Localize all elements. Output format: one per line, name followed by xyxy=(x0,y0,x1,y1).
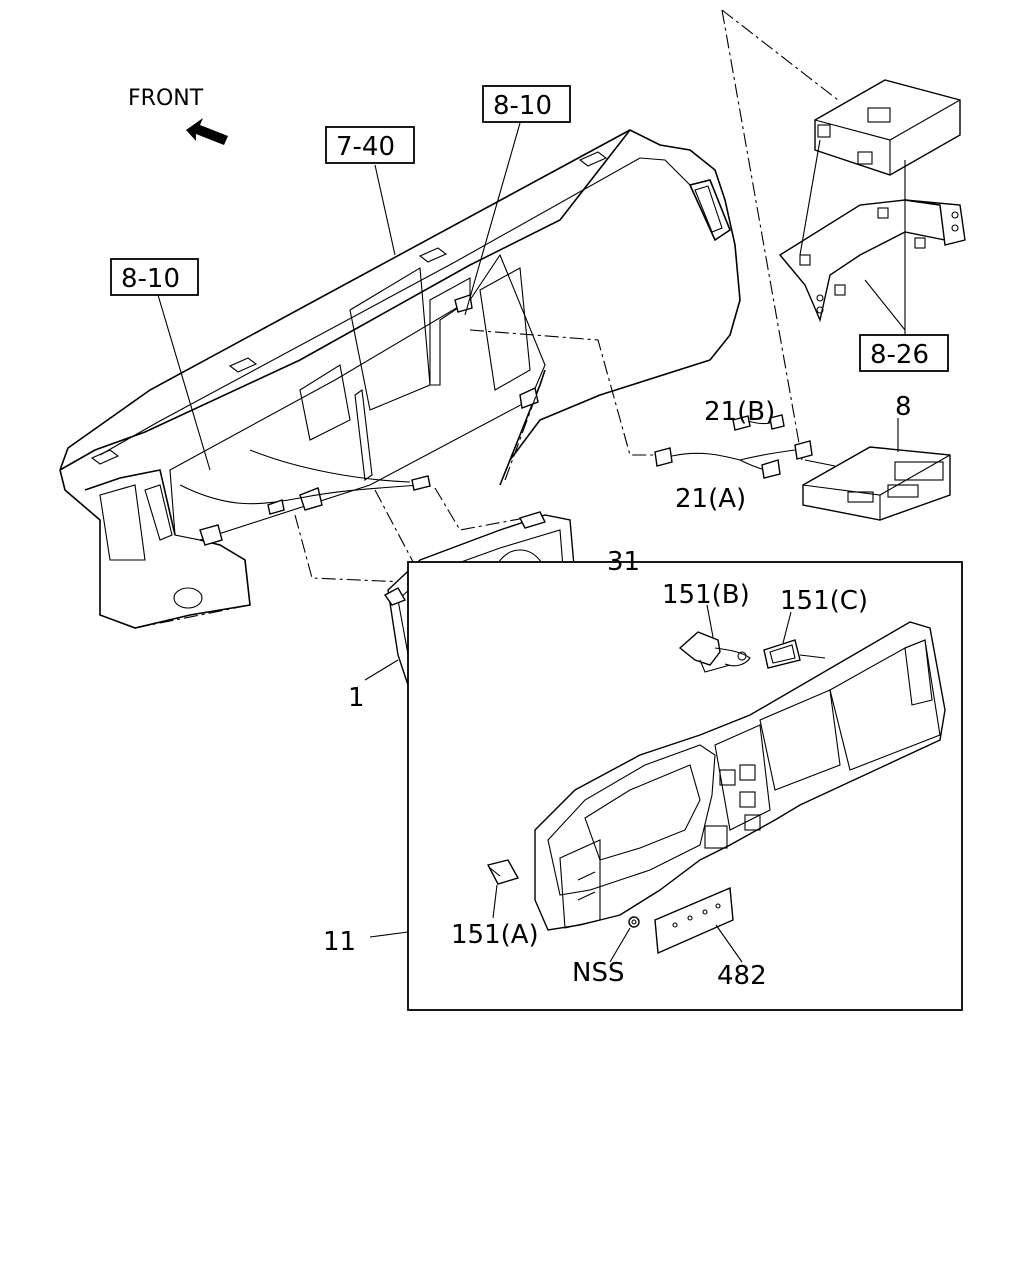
callout-1: 1 xyxy=(348,683,365,713)
screw-nss xyxy=(628,916,640,928)
leader-line xyxy=(157,294,211,471)
leader-line xyxy=(464,122,521,316)
ref-label-8-10-top: 8-10 xyxy=(493,91,552,121)
leader-line xyxy=(782,611,792,644)
mounting-bracket xyxy=(778,199,966,323)
leader-line xyxy=(369,931,409,938)
clip-151c xyxy=(763,639,801,669)
arrow-icon xyxy=(186,118,228,145)
harness-21b xyxy=(732,414,785,431)
ref-box-8-10-left xyxy=(110,258,199,296)
callout-nss: NSS xyxy=(572,958,624,988)
radio-unit xyxy=(802,446,951,521)
leader-line xyxy=(374,164,396,256)
ref-line xyxy=(721,9,803,461)
control-module xyxy=(814,79,961,176)
leader-line xyxy=(864,279,906,331)
leader-line xyxy=(706,604,714,638)
leader-line xyxy=(609,927,631,963)
clip-151a xyxy=(486,859,520,885)
ref-label-8-26: 8-26 xyxy=(870,340,929,370)
leader-line xyxy=(715,924,743,963)
ref-line xyxy=(721,9,839,101)
dashboard-assembly xyxy=(59,128,741,629)
callout-151b: 151(B) xyxy=(662,580,750,610)
leader-line xyxy=(804,459,836,467)
ref-line xyxy=(469,329,660,456)
leader-line xyxy=(364,659,399,681)
ref-line xyxy=(434,487,526,531)
harness-21a xyxy=(654,440,813,479)
leader-line xyxy=(799,139,821,256)
plate-482 xyxy=(654,886,734,955)
callout-21b: 21(B) xyxy=(704,397,775,427)
ref-label-7-40: 7-40 xyxy=(336,132,395,162)
callout-151c: 151(C) xyxy=(780,586,868,616)
callout-11: 11 xyxy=(323,927,356,957)
front-label: FRONT xyxy=(128,86,204,111)
ref-line xyxy=(504,384,541,481)
ref-box-8-10-top xyxy=(482,85,571,123)
callout-482: 482 xyxy=(717,961,767,991)
callout-31: 31 xyxy=(607,547,640,577)
ref-box-7-40 xyxy=(325,126,415,164)
instrument-panel-11 xyxy=(534,621,946,931)
ref-box-8-26 xyxy=(859,334,949,372)
ref-label-8-10-left: 8-10 xyxy=(121,264,180,294)
ref-line xyxy=(294,514,406,583)
ref-line xyxy=(374,489,421,576)
connector-151b xyxy=(678,631,751,673)
leader-line xyxy=(492,884,498,919)
callout-151a: 151(A) xyxy=(451,920,539,950)
leader-line xyxy=(799,654,826,659)
callout-21a: 21(A) xyxy=(675,484,746,514)
callout-8: 8 xyxy=(895,392,912,422)
